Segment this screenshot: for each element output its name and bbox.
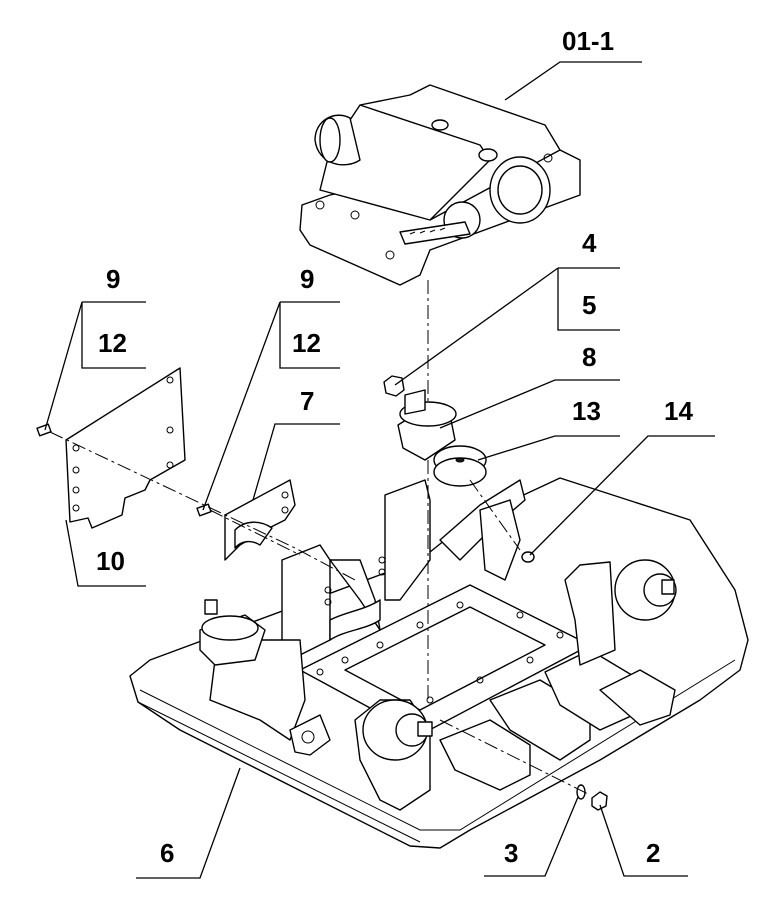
assembly-centerlines bbox=[49, 280, 591, 796]
callout-2: 2 bbox=[646, 838, 660, 868]
callout-8: 8 bbox=[582, 342, 596, 372]
callout-5: 5 bbox=[582, 290, 596, 320]
callout-4: 4 bbox=[582, 228, 597, 258]
callout-12-middle: 12 bbox=[292, 328, 321, 358]
guard-bracket-7 bbox=[224, 479, 296, 561]
callout-14: 14 bbox=[664, 396, 693, 426]
rear-mount-right bbox=[564, 559, 677, 666]
callout-01-1: 01-1 bbox=[562, 26, 614, 56]
nut-4 bbox=[383, 375, 405, 397]
lifting-lug bbox=[289, 714, 331, 756]
rubber-buffer-8 bbox=[397, 389, 457, 461]
callout-9-left: 9 bbox=[106, 264, 120, 294]
washer-13 bbox=[433, 445, 487, 487]
rear-mount-left bbox=[199, 599, 306, 741]
bolt-2 bbox=[591, 791, 608, 811]
callout-12-left: 12 bbox=[98, 328, 127, 358]
bolt-9-left bbox=[36, 423, 52, 437]
front-mount-center bbox=[354, 699, 433, 811]
guard-plate-10 bbox=[65, 367, 186, 529]
callout-6: 6 bbox=[160, 838, 174, 868]
callout-10: 10 bbox=[96, 546, 125, 576]
rear-mount-middle bbox=[439, 479, 526, 581]
callout-13: 13 bbox=[572, 396, 601, 426]
callout-7: 7 bbox=[300, 386, 314, 416]
leader-lines bbox=[44, 61, 715, 879]
exciter-unit bbox=[299, 84, 581, 286]
callout-3: 3 bbox=[504, 838, 518, 868]
callout-9-middle: 9 bbox=[300, 264, 314, 294]
upright-bracket bbox=[281, 479, 431, 656]
